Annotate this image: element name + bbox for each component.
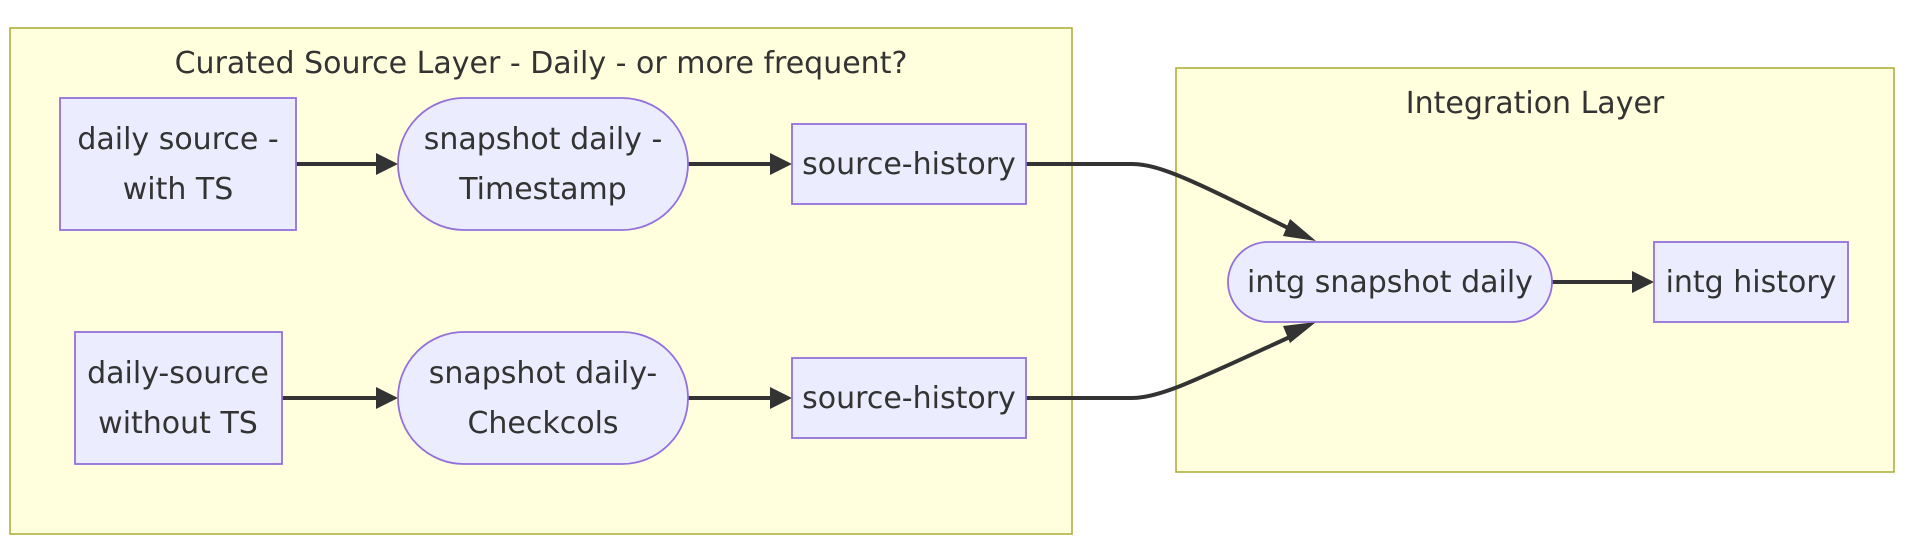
arrowhead-1	[376, 153, 398, 175]
node-intg-history: intg history	[1653, 241, 1849, 323]
node-daily-source-with-ts: daily source - with TS	[59, 97, 297, 231]
cluster-integration-title: Integration Layer	[1406, 86, 1665, 121]
node-source-history-2-label: source-history	[802, 381, 1016, 416]
arrowhead-3	[376, 387, 398, 409]
node-source-history-1-box	[791, 123, 1027, 205]
edge-source-history-1-to-intg-snapshot	[1026, 162, 1293, 232]
node-snapshot-daily-checkcols-line2: Checkcols	[467, 406, 618, 441]
node-snapshot-daily-timestamp-box	[397, 97, 689, 231]
node-snapshot-daily-checkcols-line1: snapshot daily-	[429, 356, 658, 391]
node-snapshot-daily-timestamp-line2: Timestamp	[458, 172, 626, 207]
node-daily-source-without-ts: daily-source without TS	[74, 331, 283, 465]
node-source-history-1-label: source-history	[802, 147, 1016, 182]
node-snapshot-daily-checkcols: snapshot daily- Checkcols	[397, 331, 689, 465]
node-daily-source-without-ts-box	[74, 331, 283, 465]
node-intg-snapshot-daily-label: intg snapshot daily	[1247, 265, 1533, 300]
node-intg-snapshot-daily: intg snapshot daily	[1227, 241, 1553, 323]
node-intg-snapshot-daily-box	[1227, 241, 1553, 323]
node-snapshot-daily-checkcols-box	[397, 331, 689, 465]
node-snapshot-daily-timestamp: snapshot daily - Timestamp	[397, 97, 689, 231]
node-snapshot-daily-timestamp-line1: snapshot daily -	[424, 122, 663, 157]
node-intg-history-box	[1653, 241, 1849, 323]
node-source-history-1: source-history	[791, 123, 1027, 205]
node-daily-source-with-ts-line1: daily source -	[77, 122, 278, 157]
cluster-curated-title: Curated Source Layer - Daily - or more f…	[175, 46, 908, 81]
node-daily-source-without-ts-line2: without TS	[98, 406, 258, 441]
arrowhead-6	[1283, 322, 1316, 343]
node-daily-source-with-ts-line2: with TS	[123, 172, 234, 207]
edges	[282, 153, 1654, 409]
node-source-history-2-box	[791, 357, 1027, 439]
arrowhead-2	[770, 153, 792, 175]
arrowhead-7	[1632, 271, 1654, 293]
node-daily-source-without-ts-line1: daily-source	[87, 356, 269, 391]
edge-source-history-2-to-intg-snapshot	[1026, 334, 1293, 400]
node-source-history-2: source-history	[791, 357, 1027, 439]
arrowhead-5	[1283, 219, 1316, 241]
node-daily-source-with-ts-box	[59, 97, 297, 231]
arrowhead-4	[770, 387, 792, 409]
node-intg-history-label: intg history	[1666, 265, 1837, 300]
